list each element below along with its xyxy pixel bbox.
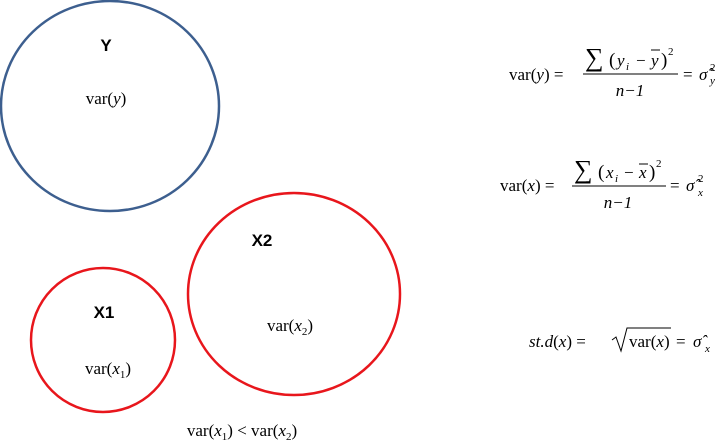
svg-text:i: i — [615, 173, 618, 185]
svg-text:x: x — [638, 163, 647, 182]
formula-var-x: var(x) = ∑ ( x i − x ) 2 n−1 = σ̂ 2 x — [500, 155, 704, 212]
svg-text:∑: ∑ — [585, 43, 604, 72]
svg-text:=: = — [683, 65, 693, 84]
variance-comparison: var(x1) < var(x2) — [187, 421, 297, 443]
svg-text:−: − — [624, 163, 634, 182]
svg-text:2: 2 — [656, 158, 662, 170]
svg-text:−: − — [636, 51, 646, 70]
svg-text:y: y — [615, 51, 625, 70]
circle-x1 — [29, 266, 177, 414]
svg-text:2: 2 — [710, 62, 716, 74]
formula-sd-x: st.d(x) = var(x) = σ̂ x — [529, 327, 710, 355]
circle-x2-variance: var(x2) — [267, 316, 313, 338]
circle-x1-label: X1 — [94, 303, 115, 322]
svg-text:(: ( — [609, 50, 615, 71]
svg-text:n−1: n−1 — [604, 193, 632, 212]
formula-var-y: var(y) = ∑ ( y i − y ) 2 n−1 = σ̂ 2 y — [509, 43, 716, 100]
svg-text:st.d(x) =: st.d(x) = — [529, 332, 586, 351]
svg-text:): ) — [649, 162, 655, 183]
svg-text:2: 2 — [698, 173, 704, 185]
svg-text:var(x): var(x) — [629, 332, 670, 351]
svg-text:var(x) =: var(x) = — [500, 176, 554, 195]
svg-text:x: x — [697, 187, 703, 199]
circle-y — [0, 0, 221, 213]
svg-text:∑: ∑ — [574, 155, 593, 184]
circle-x2-label: X2 — [252, 231, 273, 250]
svg-text:x: x — [704, 343, 710, 355]
circle-y-variance: var(y) — [86, 89, 127, 108]
circle-x2 — [186, 191, 402, 397]
svg-text:=: = — [670, 176, 680, 195]
svg-text:y: y — [649, 51, 659, 70]
svg-text:n−1: n−1 — [616, 81, 644, 100]
svg-text:i: i — [626, 61, 629, 73]
svg-text:2: 2 — [668, 46, 674, 58]
svg-text:y: y — [709, 75, 715, 87]
circle-y-label: Y — [100, 36, 112, 55]
svg-text:=: = — [676, 332, 686, 351]
svg-text:var(y) =: var(y) = — [509, 65, 563, 84]
svg-text:): ) — [661, 50, 667, 71]
svg-text:x: x — [605, 163, 614, 182]
square-root-sign — [611, 327, 671, 353]
circle-x1-variance: var(x1) — [85, 359, 131, 381]
svg-text:(: ( — [598, 162, 604, 183]
